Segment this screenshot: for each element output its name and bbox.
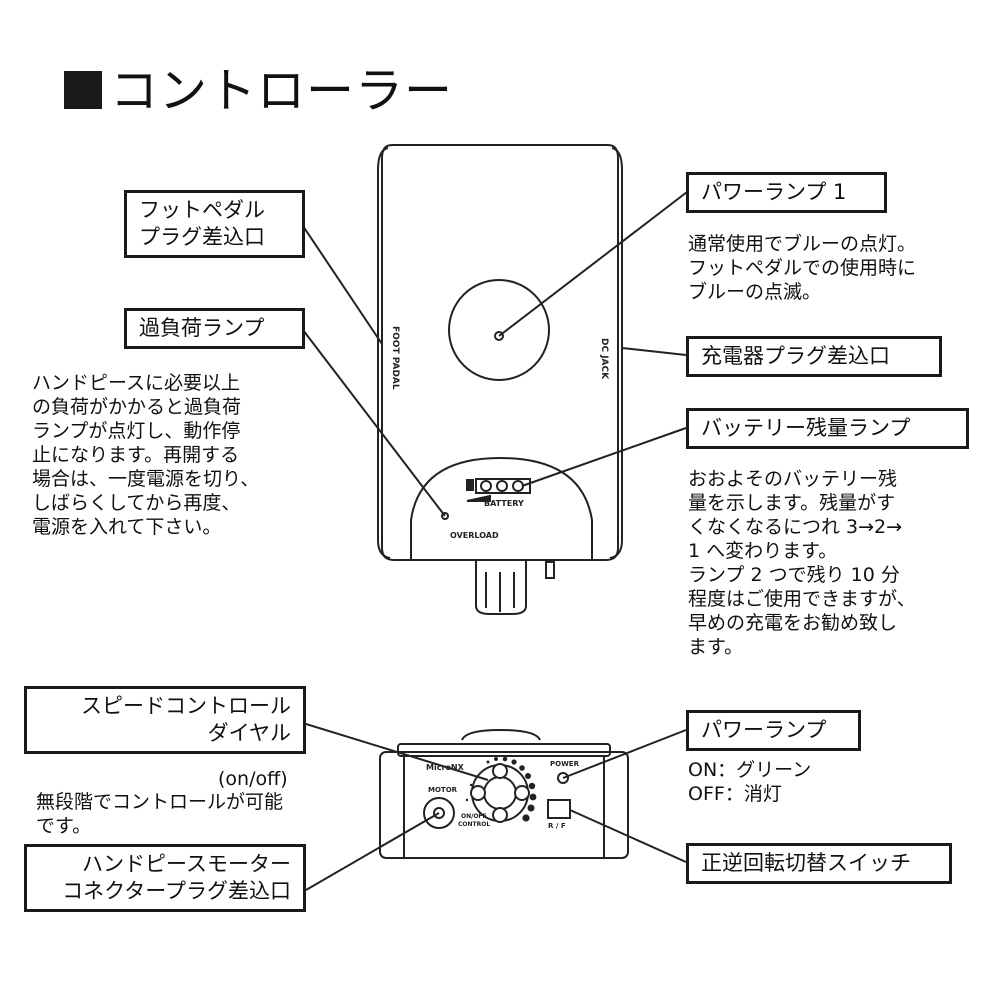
label-line: コネクタープラグ差込口 bbox=[62, 879, 291, 903]
desc-power-lamp: ON：グリーン OFF：消灯 bbox=[688, 759, 812, 805]
desc-power-lamp-1: 通常使用でブルーの点灯。 フットペダルでの使用時に ブルーの点滅。 bbox=[688, 233, 917, 303]
power-lamp-1-circle bbox=[448, 279, 550, 381]
power-lamp-dot bbox=[557, 772, 569, 784]
control-text: CONTROL bbox=[458, 821, 490, 828]
label-line: ダイヤル bbox=[207, 721, 291, 745]
label-line: スピードコントロール bbox=[81, 694, 291, 718]
control-dome bbox=[410, 456, 593, 560]
dial-top-bump bbox=[461, 728, 541, 741]
battery-level-wedge bbox=[466, 494, 491, 502]
leader-lines bbox=[302, 191, 688, 891]
label-charger-plug: 充電器プラグ差込口 bbox=[686, 336, 942, 377]
leader-power-lamp-1 bbox=[498, 191, 688, 337]
leader-power-lamp bbox=[562, 729, 687, 779]
motor-socket-outer bbox=[423, 797, 455, 829]
leader-charger bbox=[621, 347, 687, 356]
desc-speed: 無段階でコントロールが可能 です。 bbox=[36, 791, 284, 837]
left-rail bbox=[377, 147, 391, 559]
desc-overload: ハンドピースに必要以上 の負荷がかかると過負荷 ランプが点灯し、動作停 止になり… bbox=[32, 372, 260, 538]
right-rail bbox=[609, 147, 623, 559]
front-panel bbox=[379, 751, 629, 859]
label-motor-connector: ハンドピースモーター コネクタープラグ差込口 bbox=[24, 844, 306, 912]
dial-grip bbox=[514, 785, 530, 801]
leader-overload bbox=[302, 329, 446, 517]
dial-grip bbox=[492, 807, 508, 823]
controller-body bbox=[381, 144, 619, 561]
speed-knob-side bbox=[475, 560, 527, 615]
power-text: POWER bbox=[550, 760, 580, 768]
battery-lamp-frame bbox=[475, 478, 531, 494]
dial-grip bbox=[492, 763, 508, 779]
leader-battery bbox=[521, 427, 687, 487]
battery-lamp-1 bbox=[512, 480, 524, 492]
battery-indicator-tab bbox=[466, 479, 474, 491]
overload-lamp-dot bbox=[441, 512, 449, 520]
dial-grip bbox=[470, 785, 486, 801]
battery-text: BATTERY bbox=[484, 499, 524, 508]
battery-lamp-2 bbox=[496, 480, 508, 492]
rf-text: R / F bbox=[548, 822, 566, 830]
title-square-icon bbox=[64, 71, 102, 109]
label-reverse-switch: 正逆回転切替スイッチ bbox=[686, 843, 952, 884]
label-overload-lamp: 過負荷ランプ bbox=[124, 308, 305, 349]
speed-scale-dots bbox=[465, 756, 537, 822]
rf-switch bbox=[547, 799, 571, 819]
controller-front-view bbox=[379, 728, 629, 859]
label-speed-dial: スピードコントロール ダイヤル bbox=[24, 686, 306, 754]
battery-lamp-3 bbox=[480, 480, 492, 492]
label-line: フットペダル bbox=[139, 198, 265, 222]
label-power-lamp-1: パワーランプ 1 bbox=[686, 172, 887, 213]
page-title: コントローラー bbox=[64, 62, 453, 120]
label-battery-lamp: バッテリー残量ランプ bbox=[686, 408, 969, 449]
label-line: プラグ差込口 bbox=[139, 225, 265, 249]
controller-top-view bbox=[377, 144, 623, 615]
desc-battery: おおよそのバッテリー残 量を示します。残量がす くなくなるにつれ 3→2→ 1 … bbox=[688, 468, 916, 658]
overload-text: OVERLOAD bbox=[450, 531, 499, 540]
leader-motor bbox=[305, 812, 440, 891]
motor-socket-inner bbox=[433, 807, 445, 819]
leader-foot-pedal bbox=[302, 225, 383, 345]
label-power-lamp: パワーランプ bbox=[686, 710, 861, 751]
label-line: ハンドピースモーター bbox=[82, 852, 291, 876]
front-top-lip bbox=[397, 743, 611, 757]
motor-text: MOTOR bbox=[428, 786, 458, 794]
foot-padal-text: FOOT PADAL bbox=[390, 326, 400, 390]
speed-dial-hub bbox=[483, 776, 517, 810]
leader-speed-dial bbox=[305, 723, 489, 781]
rf-switch-side bbox=[545, 561, 555, 579]
desc-speed-onoff: (on/off) bbox=[218, 768, 288, 790]
dc-jack-text: DC JACK bbox=[599, 338, 609, 380]
label-foot-pedal-plug: フットペダル プラグ差込口 bbox=[124, 190, 305, 258]
leader-rf-switch bbox=[569, 809, 687, 863]
on-off-text: ON/OFF bbox=[461, 813, 487, 820]
page-title-text: コントローラー bbox=[110, 63, 454, 119]
